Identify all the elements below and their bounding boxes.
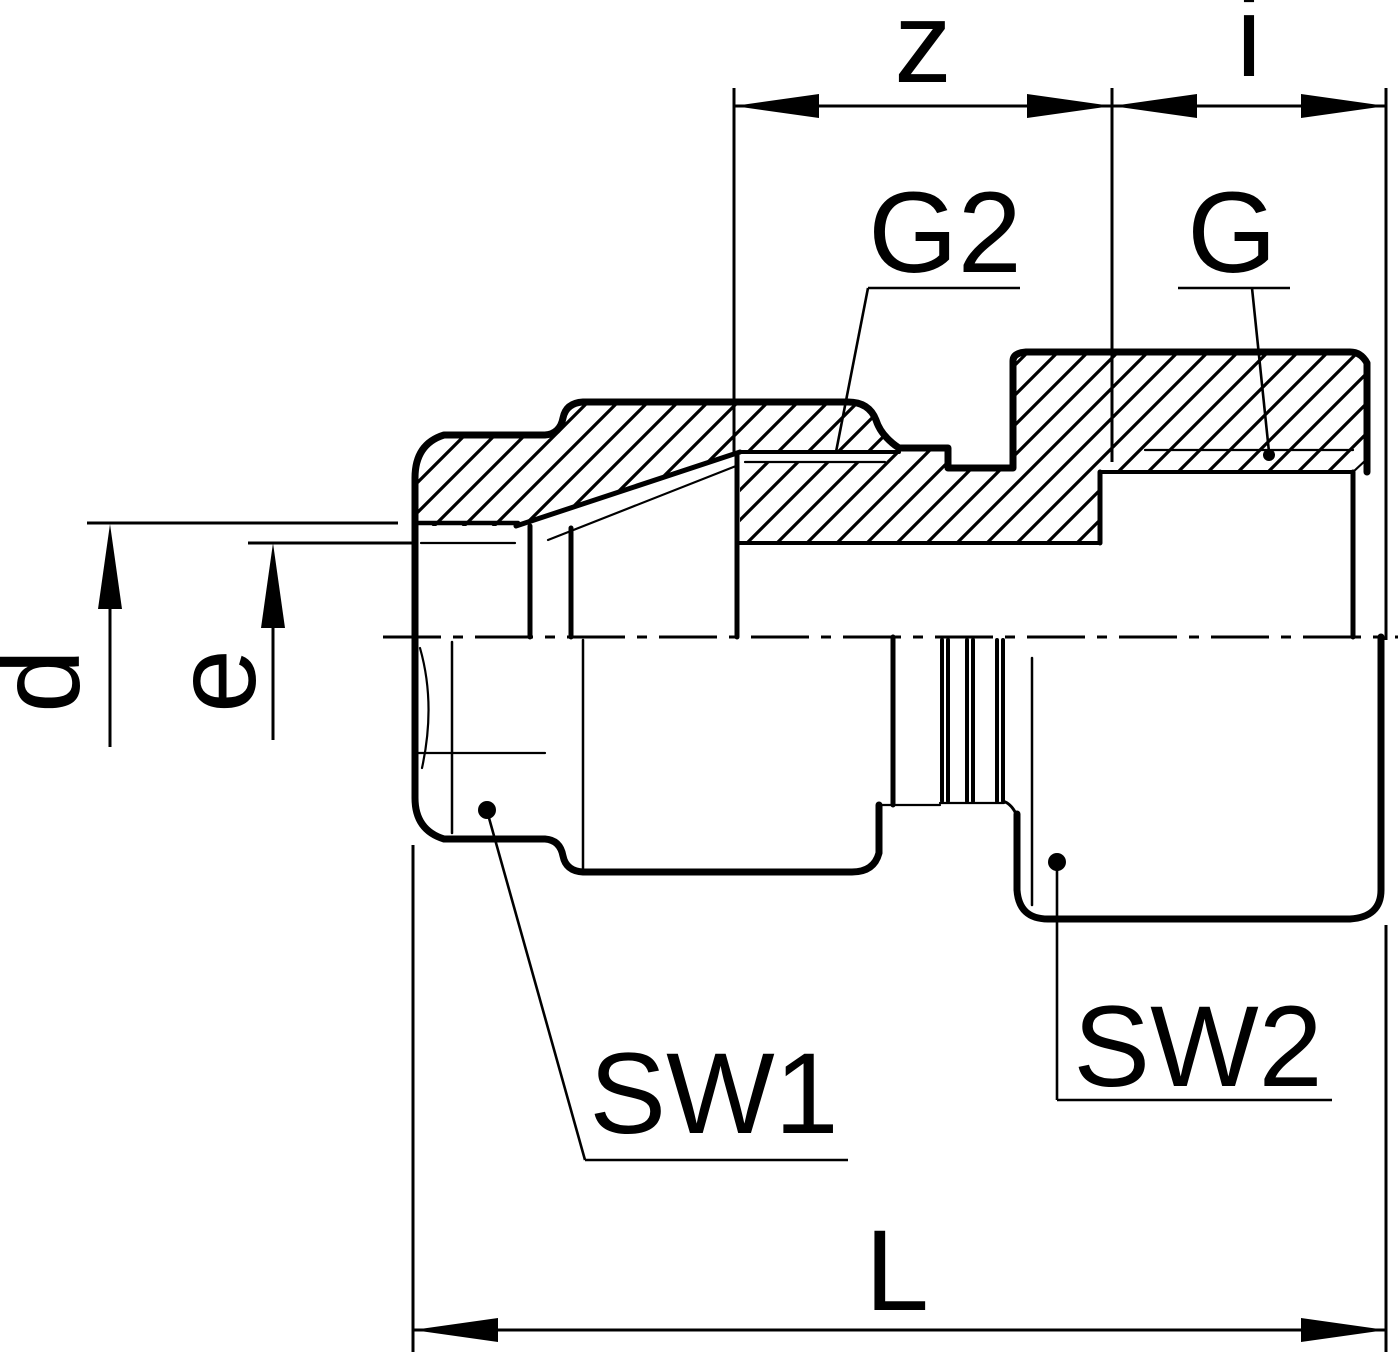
- exposed-thread-lines: [940, 638, 1005, 803]
- leader-dot-sw1: [478, 801, 496, 819]
- outline-bottom-left-nut: [411, 630, 883, 876]
- arrow-z-left: [734, 94, 819, 118]
- cone-edge-thin: [546, 464, 738, 542]
- dim-label-d: d: [0, 649, 104, 713]
- arrow-i-left: [1112, 94, 1197, 118]
- leader-dot-g: [1263, 449, 1275, 461]
- dimension-labels: z i G2 G d e SW1 SW2 L: [0, 0, 1323, 1335]
- leader-g2: [834, 287, 870, 453]
- dim-label-l: L: [865, 1207, 929, 1335]
- leader-dot-sw2: [1048, 853, 1066, 871]
- thread-entry-chamfer: [1351, 457, 1369, 474]
- arrow-e-up: [261, 543, 285, 628]
- outline-top-profile: [411, 348, 1371, 644]
- arrow-l-right: [1301, 1318, 1386, 1342]
- wrench-label-sw1: SW1: [589, 1030, 838, 1158]
- outline-bottom-right-hex: [1013, 633, 1385, 923]
- hatch-left-nut: [415, 402, 899, 526]
- arrow-d-up: [98, 524, 122, 609]
- arrow-i-right: [1301, 94, 1386, 118]
- cone-edge: [513, 449, 743, 529]
- dim-label-e: e: [152, 649, 280, 713]
- dim-label-z: z: [894, 0, 952, 107]
- dim-label-i: i: [1236, 0, 1262, 101]
- arrow-l-left: [413, 1318, 498, 1342]
- dimension-arrowheads: [98, 94, 1386, 1342]
- hatch-body: [740, 352, 1367, 543]
- arrow-z-right: [1027, 94, 1112, 118]
- wrench-label-sw2: SW2: [1073, 983, 1322, 1111]
- thread-label-g2: G2: [868, 169, 1021, 297]
- hex-corner-arc-left: [418, 646, 430, 770]
- section-hatching: [415, 352, 1367, 543]
- leader-g: [1250, 287, 1271, 453]
- thread-label-g: G: [1187, 169, 1276, 297]
- leader-sw1: [487, 817, 587, 1161]
